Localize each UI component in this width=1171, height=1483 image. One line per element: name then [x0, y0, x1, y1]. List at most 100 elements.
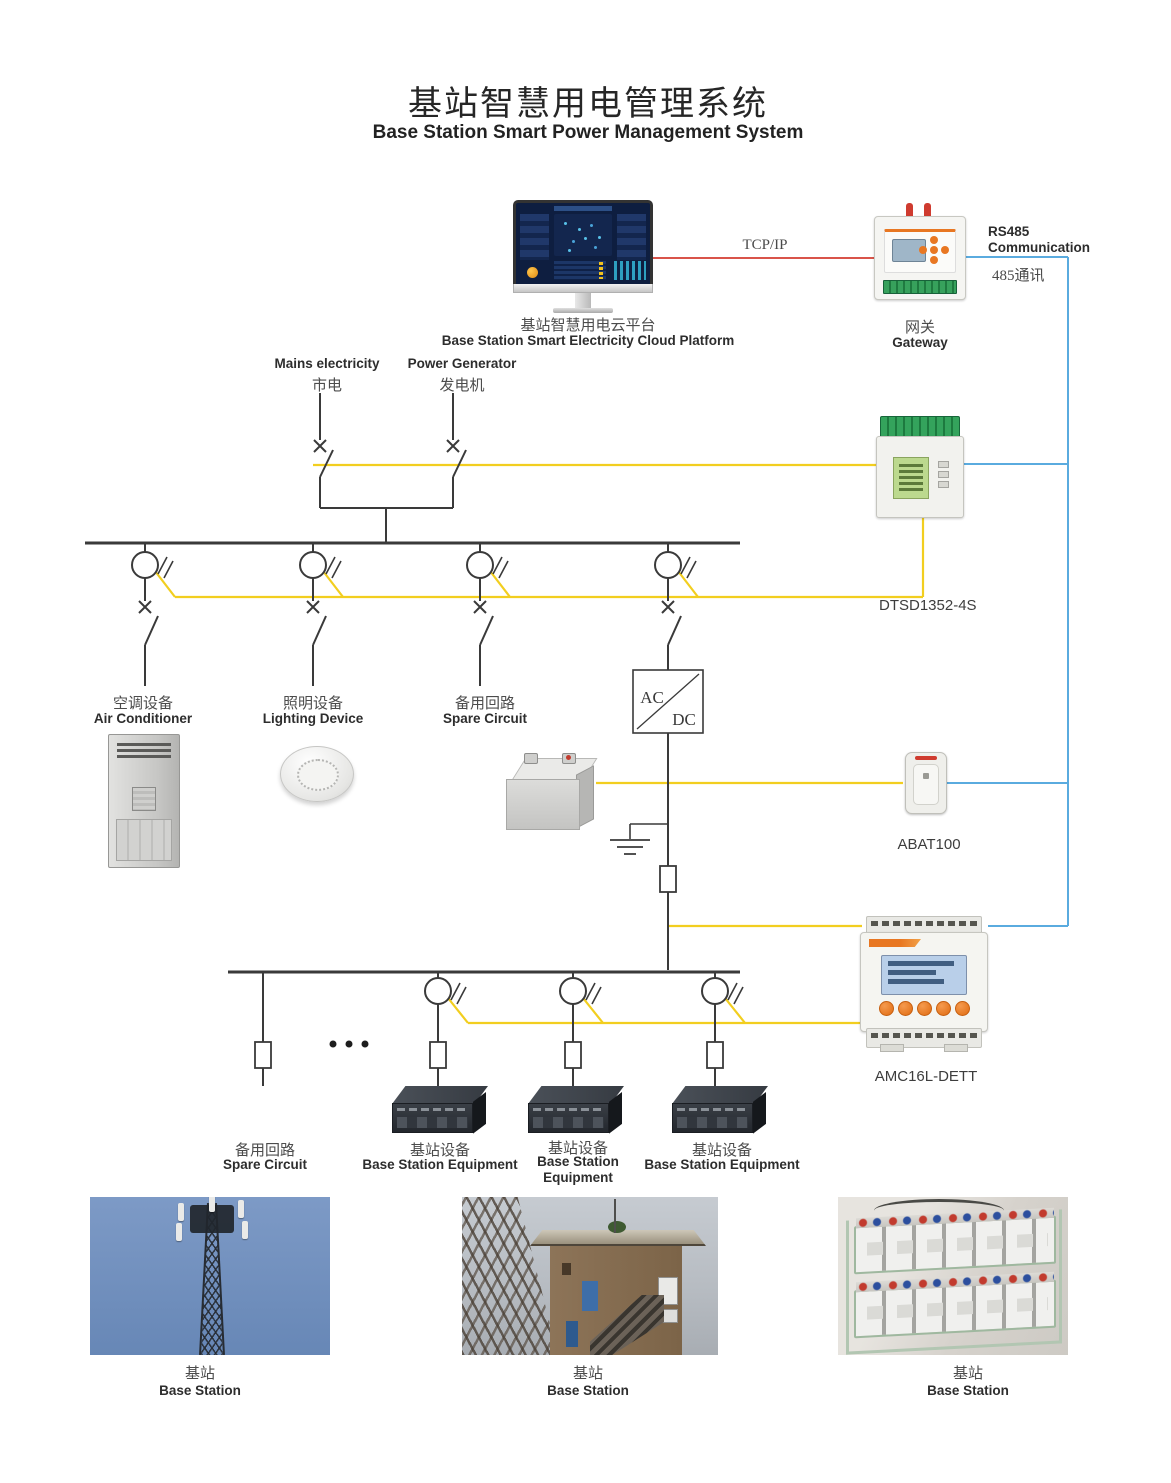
- monitor-stand: [575, 293, 591, 308]
- amc-terminal-bottom: [866, 1028, 982, 1048]
- meter-body: [876, 436, 964, 518]
- dashboard-left-panels: [520, 214, 549, 260]
- backup-battery: [506, 752, 598, 830]
- gateway-keys: [919, 236, 949, 264]
- mains-label-zh: 市电: [311, 378, 343, 394]
- yellow-power-wires: [154, 463, 925, 1025]
- meter-terminal-block: [880, 416, 960, 438]
- amc-label: AMC16L-DETT: [874, 1068, 978, 1085]
- feeder-bs3-label-en: Base Station Equipment: [644, 1157, 800, 1172]
- dashboard-gauge: [527, 267, 538, 278]
- battery-terminal: [562, 753, 576, 764]
- monitor-chin: [513, 284, 653, 293]
- gateway-panel: [884, 229, 956, 273]
- page-title-en: Base Station Smart Power Management Syst…: [372, 122, 804, 143]
- platform-label-en: Base Station Smart Electricity Cloud Pla…: [441, 333, 735, 348]
- aircon-label-en: Air Conditioner: [93, 711, 193, 726]
- aircon-grille: [132, 787, 156, 811]
- abat100-sensor-device: [905, 752, 947, 814]
- aircon-panel: [116, 819, 172, 861]
- building-antenna: [614, 1199, 616, 1233]
- aircon-vent: [117, 743, 171, 759]
- page-title-zh: 基站智慧用电管理系统: [408, 86, 768, 123]
- meter-lcd: [893, 457, 929, 499]
- dashboard-header: [553, 206, 613, 211]
- feeder-bs1-label-en: Base Station Equipment: [362, 1157, 518, 1172]
- feeder-branches-upper: [131, 544, 697, 686]
- amc16l-meter-device: [860, 916, 988, 1052]
- cloud-platform-monitor: [513, 200, 653, 313]
- dashboard-map: [554, 214, 612, 256]
- lighting-label-zh: 照明设备: [282, 696, 344, 712]
- amc-lcd: [881, 955, 967, 995]
- photo2-label-en: Base Station: [547, 1383, 629, 1398]
- feeder-bs1-label-zh: 基站设备: [409, 1143, 471, 1159]
- gateway-label-zh: 网关: [904, 320, 936, 336]
- feeder-spare-label-zh: 备用回路: [234, 1143, 296, 1159]
- din-clip: [880, 1044, 904, 1052]
- platform-label-zh: 基站智慧用电云平台: [520, 318, 656, 334]
- dtsd-label: DTSD1352-4S: [879, 597, 977, 614]
- aircon-label-zh: 空调设备: [112, 696, 174, 712]
- source-branches: [313, 393, 467, 542]
- air-conditioner-cabinet: [108, 734, 180, 868]
- photo1-label-en: Base Station: [159, 1383, 241, 1398]
- gateway-device: [874, 203, 966, 300]
- photo-base-station-tower: [90, 1197, 330, 1355]
- acdc-label-dc: DC: [672, 710, 696, 729]
- photo3-label-zh: 基站: [952, 1366, 984, 1382]
- dashboard-screen: [513, 200, 653, 284]
- amc-buttons: [879, 1001, 971, 1017]
- amc-body: [860, 932, 988, 1032]
- feeder-bs3-label-zh: 基站设备: [691, 1143, 753, 1159]
- monitor-base: [553, 308, 613, 313]
- mains-label-en: Mains electricity: [274, 356, 380, 371]
- base-station-equipment-server: [392, 1086, 488, 1138]
- rs485-label-line2: Communication: [988, 240, 1091, 255]
- antenna-icon: [924, 203, 931, 218]
- feeder-bs2-label-en1: Base Station: [537, 1154, 619, 1169]
- gateway-body: [874, 216, 966, 300]
- abat-red-stripe: [915, 756, 937, 760]
- battery-terminal: [524, 753, 538, 764]
- light-led-ring: [297, 759, 339, 791]
- abat-face: [913, 764, 939, 805]
- rs485-label-line1: RS485: [988, 224, 1030, 239]
- rs485-wire: [944, 256, 1069, 927]
- feeder-branches-lower: [254, 973, 744, 1086]
- base-station-equipment-server: [528, 1086, 624, 1138]
- photo3-label-en: Base Station: [927, 1383, 1009, 1398]
- dtsd1352-meter-device: [876, 416, 964, 518]
- photo-base-station-building: [462, 1197, 718, 1355]
- acdc-converter-box: AC DC: [632, 669, 704, 734]
- generator-label-zh: 发电机: [439, 378, 485, 394]
- photo-battery-rack: [838, 1197, 1068, 1355]
- battery-front: [506, 779, 580, 830]
- acdc-label-ac: AC: [640, 688, 664, 707]
- lighting-label-en: Lighting Device: [262, 711, 364, 726]
- dc-fuse: [659, 865, 677, 893]
- building-tower-lattice: [462, 1197, 558, 1355]
- dashboard-bar-chart: [614, 261, 646, 280]
- amc-brand-stripe: [869, 939, 921, 947]
- base-station-equipment-server: [672, 1086, 768, 1138]
- photo2-label-zh: 基站: [572, 1366, 604, 1382]
- tcpip-label: TCP/IP: [742, 237, 788, 253]
- feeder-spare-label-en: Spare Circuit: [222, 1157, 308, 1172]
- antenna-icon: [906, 203, 913, 218]
- tower-lattice: [201, 1205, 223, 1355]
- spare-label-en: Spare Circuit: [442, 711, 528, 726]
- building-roof: [530, 1230, 706, 1246]
- gateway-label-en: Gateway: [892, 335, 948, 350]
- generator-label-en: Power Generator: [407, 356, 517, 371]
- photo1-label-zh: 基站: [184, 1366, 216, 1382]
- feeder-bs2-label-en2: Equipment: [543, 1170, 613, 1185]
- ceiling-light: [280, 746, 354, 802]
- din-clip: [944, 1044, 968, 1052]
- dashboard-right-panels: [617, 214, 646, 260]
- dc-feed-line: [610, 733, 669, 970]
- abat-label: ABAT100: [897, 836, 961, 853]
- rs485-label-zh: 485通讯: [992, 268, 1045, 284]
- spare-label-zh: 备用回路: [454, 696, 516, 712]
